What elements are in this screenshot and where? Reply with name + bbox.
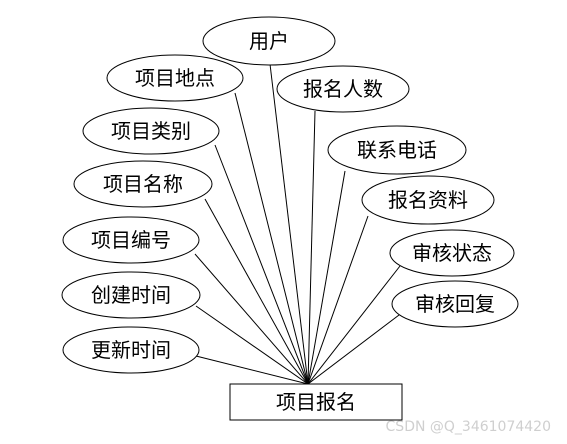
attribute-signup-count: 报名人数 [276, 65, 410, 113]
attribute-label: 审核状态 [412, 241, 492, 265]
attribute-label: 用户 [249, 29, 289, 53]
attribute-ellipse [361, 175, 495, 225]
connector-update-time [195, 355, 309, 385]
connector-signup-count [307, 110, 316, 385]
connector-project-number [194, 253, 309, 385]
attribute-label: 项目名称 [103, 172, 183, 196]
attribute-review-status: 审核状态 [389, 229, 515, 277]
attribute-label: 项目编号 [91, 228, 171, 252]
attribute-ellipse [62, 326, 200, 374]
attribute-ellipse [327, 125, 467, 175]
connector-user [269, 63, 309, 385]
entity-project-signup: 项目报名 [229, 383, 403, 421]
attribute-label: 创建时间 [91, 283, 171, 307]
attribute-ellipse [82, 107, 220, 155]
connector-project-name [204, 198, 309, 385]
attribute-create-time: 创建时间 [61, 271, 201, 319]
attribute-label: 审核回复 [415, 292, 495, 316]
connector-lines [194, 63, 404, 385]
attribute-label: 项目类别 [111, 119, 191, 143]
attribute-signup-materials: 报名资料 [361, 175, 495, 225]
connector-project-category [214, 144, 309, 385]
attribute-project-category: 项目类别 [82, 107, 220, 155]
attribute-project-location: 项目地点 [106, 54, 244, 102]
attribute-label: 报名资料 [388, 188, 468, 212]
attribute-project-name: 项目名称 [73, 160, 213, 208]
attribute-ellipse [389, 229, 515, 277]
attribute-ellipse [276, 65, 410, 113]
connector-project-location [234, 92, 309, 385]
attribute-ellipse [61, 271, 201, 319]
attribute-ellipse [73, 160, 213, 208]
attribute-ellipse [202, 16, 336, 66]
attribute-update-time: 更新时间 [62, 326, 200, 374]
attribute-contact-phone: 联系电话 [327, 125, 467, 175]
attribute-label: 报名人数 [303, 77, 383, 101]
attribute-label: 联系电话 [357, 138, 437, 162]
watermark-text: CSDN @Q_3461074420 [386, 419, 551, 435]
connector-review-reply [307, 311, 404, 385]
attribute-project-number: 项目编号 [62, 216, 200, 264]
attribute-review-reply: 审核回复 [391, 280, 519, 328]
attribute-label: 项目地点 [135, 66, 215, 90]
connector-signup-materials [307, 215, 369, 385]
attribute-user: 用户 [202, 16, 336, 66]
entity-box [229, 383, 403, 421]
connector-contact-phone [307, 170, 346, 385]
attribute-label: 更新时间 [91, 338, 171, 362]
connector-review-status [307, 265, 401, 385]
attribute-ellipse [106, 54, 244, 102]
connector-create-time [195, 305, 309, 385]
entity-label: 项目报名 [276, 390, 356, 414]
attribute-ellipse [62, 216, 200, 264]
attribute-ellipse [391, 280, 519, 328]
